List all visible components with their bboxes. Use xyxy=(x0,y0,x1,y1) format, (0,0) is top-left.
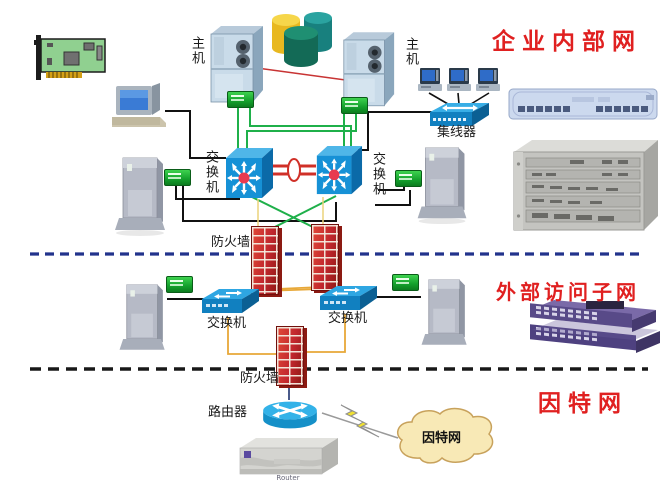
internet-cloud-icon xyxy=(390,406,502,468)
firewall-icon xyxy=(276,326,304,386)
cloud-label: 因特网 xyxy=(422,431,462,446)
database-stack-icon xyxy=(268,12,338,68)
core-switch-right-label: 交换机 xyxy=(369,152,385,197)
core-switch-right-icon xyxy=(313,144,363,198)
internal-network-title: 企业内部网 xyxy=(492,29,642,55)
workstation-icon xyxy=(446,67,472,93)
dmz-switch-right-label: 交换机 xyxy=(328,311,368,326)
internet-title: 因特网 xyxy=(538,391,628,417)
host-left-label: 主机 xyxy=(188,36,204,66)
network-card-icon xyxy=(34,34,110,82)
core-switch-left-label: 交换机 xyxy=(202,150,218,195)
core-switch-left-icon xyxy=(222,146,274,202)
nic-adapter-icon xyxy=(166,276,193,293)
hub-icon xyxy=(430,100,490,128)
desktop-pc-icon xyxy=(108,82,168,128)
modular-chassis-icon xyxy=(506,136,663,234)
tower-server-icon xyxy=(417,146,469,226)
tower-server-icon xyxy=(419,278,471,352)
workstation-icon xyxy=(417,67,443,93)
rack-hub-icon xyxy=(508,86,658,122)
nic-adapter-icon xyxy=(395,170,422,187)
host-right-label: 主机 xyxy=(402,37,418,67)
stacked-switches-icon xyxy=(528,298,662,358)
dmz-switch-left-label: 交换机 xyxy=(207,316,247,331)
router-label: 路由器 xyxy=(208,405,248,420)
nic-adapter-icon xyxy=(341,97,368,114)
firewall-upper-label: 防火墙 xyxy=(211,235,251,250)
host-server-right-icon xyxy=(338,30,398,108)
firewall-lower-label: 防火墙 xyxy=(240,371,280,386)
desktop-router-icon xyxy=(234,436,342,478)
firewall-icon xyxy=(251,226,279,295)
dmz-switch-right-icon xyxy=(320,282,378,314)
firewall-icon xyxy=(311,224,339,291)
tower-server-icon xyxy=(117,283,169,357)
nic-adapter-icon xyxy=(227,91,254,108)
workstation-icon xyxy=(475,67,501,93)
hub-label: 集线器 xyxy=(437,125,477,140)
dmz-switch-left-icon xyxy=(202,285,260,317)
host-server-left-icon xyxy=(205,24,267,104)
nic-adapter-icon xyxy=(392,274,419,291)
lightning-icon xyxy=(340,404,380,438)
external-subnet-title: 外部访问子网 xyxy=(496,280,640,304)
tower-server-icon xyxy=(115,156,167,238)
router-icon xyxy=(261,398,319,432)
router-box-label: Router xyxy=(276,474,300,482)
nic-adapter-icon xyxy=(164,169,191,186)
